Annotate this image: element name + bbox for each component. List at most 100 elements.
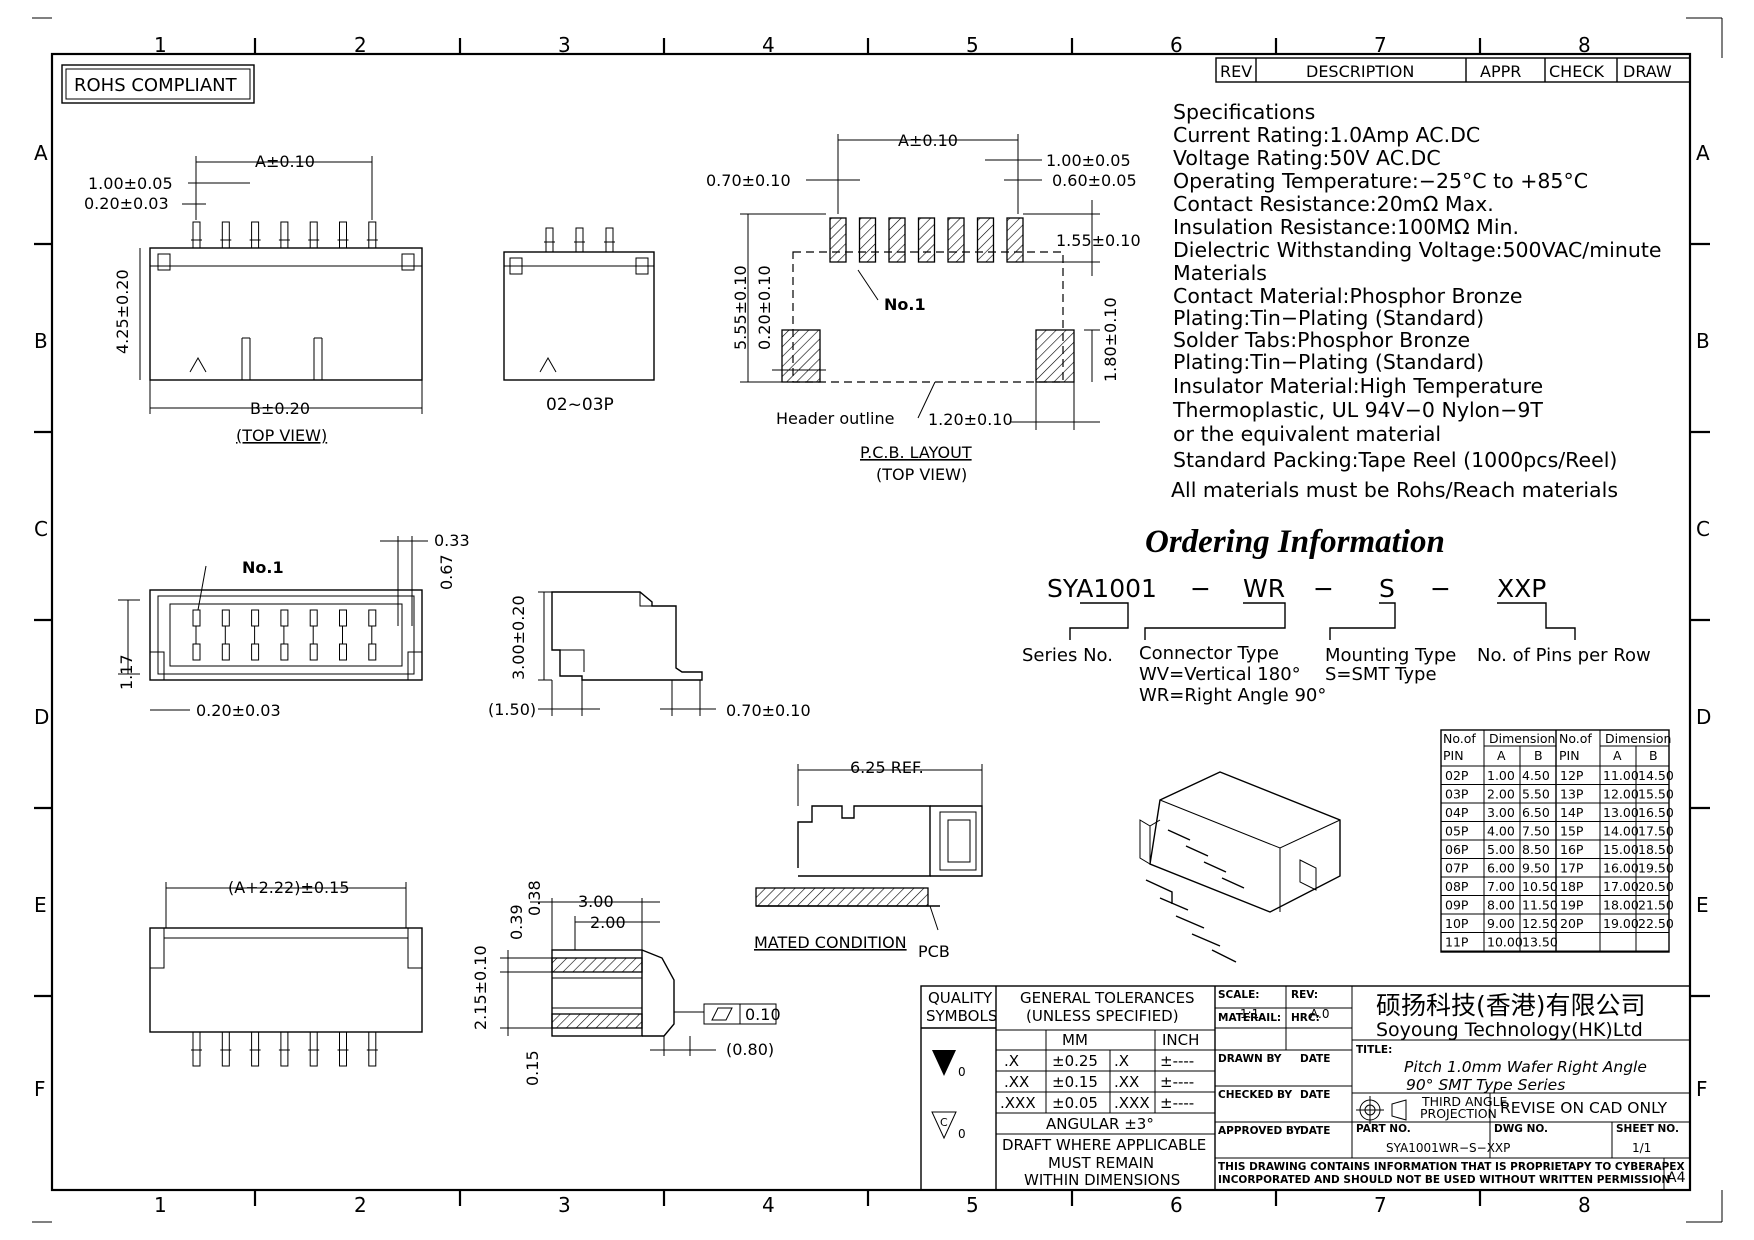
pin [192, 609, 201, 627]
table-header-a: A [1613, 748, 1622, 763]
col-number: 6 [1170, 33, 1183, 57]
dim-039: 0.39 [507, 904, 526, 940]
rev-header: REV [1220, 62, 1252, 81]
view-02-03p: 02~03P [503, 227, 655, 415]
dim-067: 0.67 [437, 554, 456, 590]
row-letter: E [1696, 893, 1709, 917]
description-header: DESCRIPTION [1306, 62, 1414, 81]
quality-label: SYMBOLS [926, 1007, 997, 1025]
pin [339, 1031, 347, 1067]
sheet-value: 1/1 [1632, 1141, 1651, 1155]
col-number: 7 [1374, 1193, 1387, 1217]
spec-line: Solder Tabs:Phosphor Bronze [1173, 328, 1470, 352]
table-cell: 3.00 [1487, 805, 1515, 820]
table-cell: 20.50 [1638, 879, 1674, 894]
col-number: 7 [1374, 33, 1387, 57]
row-letters-right: A B C D E F [1696, 141, 1711, 1101]
row-letter: E [34, 893, 47, 917]
tol-cell: .XXX [1114, 1094, 1150, 1112]
pcb-layout: A±0.10 0.70±0.10 1.00±0.05 0.60±0.05 1.5… [706, 131, 1141, 484]
row-letter: C [1696, 517, 1710, 541]
dim-pitch: 1.00±0.05 [88, 174, 173, 193]
material-label: MATERAIL: [1218, 1012, 1281, 1024]
pcb-dim-060: 0.60±0.05 [1052, 171, 1137, 190]
sheet-label: SHEET NO. [1616, 1123, 1679, 1135]
table-cell: 17P [1560, 861, 1584, 876]
tol-cell: ±---- [1160, 1073, 1194, 1091]
table-cell: 2.00 [1487, 787, 1515, 802]
dim-300: 3.00 [578, 892, 614, 911]
spec-line: All materials must be Rohs/Reach materia… [1171, 478, 1618, 502]
table-cell: 20P [1560, 916, 1584, 931]
row-letters-left: A B C D E F [34, 141, 49, 1101]
table-cell: 10.00 [1487, 935, 1523, 950]
pcb-dim-155: 1.55±0.10 [1056, 231, 1141, 250]
pin [251, 1031, 260, 1067]
pcb-dim-a: A±0.10 [898, 131, 958, 150]
c-letter-icon: C [940, 1116, 948, 1129]
inch-label: INCH [1162, 1031, 1199, 1049]
pcb-dim-555: 5.55±0.10 [731, 265, 750, 350]
dim-height: 4.25±0.20 [113, 269, 132, 354]
pin [309, 609, 318, 627]
spec-line: Specifications [1173, 100, 1315, 124]
col-number: 3 [558, 33, 571, 57]
tol-cell: ±---- [1160, 1094, 1194, 1112]
table-cell: 17.00 [1603, 879, 1639, 894]
gen-tol-label: (UNLESS SPECIFIED) [1026, 1007, 1179, 1025]
pin [368, 609, 377, 627]
table-cell: 12.50 [1522, 916, 1558, 931]
row-letter: D [1696, 705, 1711, 729]
hrc-label: HRC: [1291, 1012, 1320, 1024]
table-cell: 4.00 [1487, 824, 1515, 839]
pin [221, 221, 230, 249]
pcb-label: PCB [918, 942, 950, 961]
table-cell: 15P [1560, 824, 1584, 839]
dim-150: (1.50) [488, 700, 536, 719]
connector-3d-render [1139, 771, 1341, 963]
table-cell: 03P [1445, 787, 1469, 802]
pcb-dim-020: 0.20±0.10 [755, 265, 774, 350]
scale-value: 1:1 [1240, 1007, 1259, 1021]
revision-table: REV DESCRIPTION APPR CHECK DRAW [1215, 57, 1691, 83]
pcb-dim-070: 0.70±0.10 [706, 171, 791, 190]
title-block: QUALITY SYMBOLS GENERAL TOLERANCES (UNLE… [920, 985, 1691, 1191]
appr-header: APPR [1480, 62, 1521, 81]
side-view: 3.00±0.20 (1.50) 0.70±0.10 [488, 591, 811, 720]
gen-tol-label: GENERAL TOLERANCES [1020, 989, 1195, 1007]
series-label: Series No. [1022, 645, 1113, 666]
draft-label: MUST REMAIN [1048, 1154, 1154, 1172]
col-number: 6 [1170, 1193, 1183, 1217]
pcb-top-view-label: (TOP VIEW) [876, 465, 967, 484]
pin [280, 643, 289, 661]
spec-line: Plating:Tin−Plating (Standard) [1173, 306, 1484, 330]
draft-label: WITHIN DIMENSIONS [1024, 1171, 1180, 1189]
col-number: 1 [154, 1193, 167, 1217]
spec-line: Materials [1173, 261, 1267, 285]
pin [309, 1031, 318, 1067]
sheet-frame [32, 17, 1723, 1223]
row-letter: D [34, 705, 49, 729]
col-number: 8 [1578, 33, 1591, 57]
pcb-pad [1006, 217, 1024, 263]
column-numbers-top: 1 2 3 4 5 6 7 8 [154, 33, 1591, 57]
dim-200: 2.00 [590, 913, 626, 932]
table-cell: 09P [1445, 898, 1469, 913]
table-header-pin: No.of [1559, 731, 1592, 746]
connector-type-line: WR=Right Angle 90° [1139, 685, 1326, 706]
part-value: SYA1001WR−S−XXP [1386, 1141, 1510, 1155]
table-cell: 5.00 [1487, 842, 1515, 857]
col-number: 5 [966, 1193, 979, 1217]
code-type: WR [1243, 574, 1285, 603]
draw-header: DRAW [1623, 62, 1672, 81]
approved-label: APPROVED BY [1218, 1125, 1301, 1137]
tol-cell: .X [1114, 1052, 1129, 1070]
third-angle-projection-icon [1356, 1096, 1407, 1124]
pcb-pad [917, 217, 936, 263]
ordering-information: Ordering Information SYA1001 − WR − S − … [1022, 524, 1651, 706]
table-cell: 21.50 [1638, 898, 1674, 913]
tol-cell: .XXX [1000, 1094, 1036, 1112]
pin [309, 221, 318, 249]
table-cell: 10P [1445, 916, 1469, 931]
check-header: CHECK [1549, 62, 1604, 81]
